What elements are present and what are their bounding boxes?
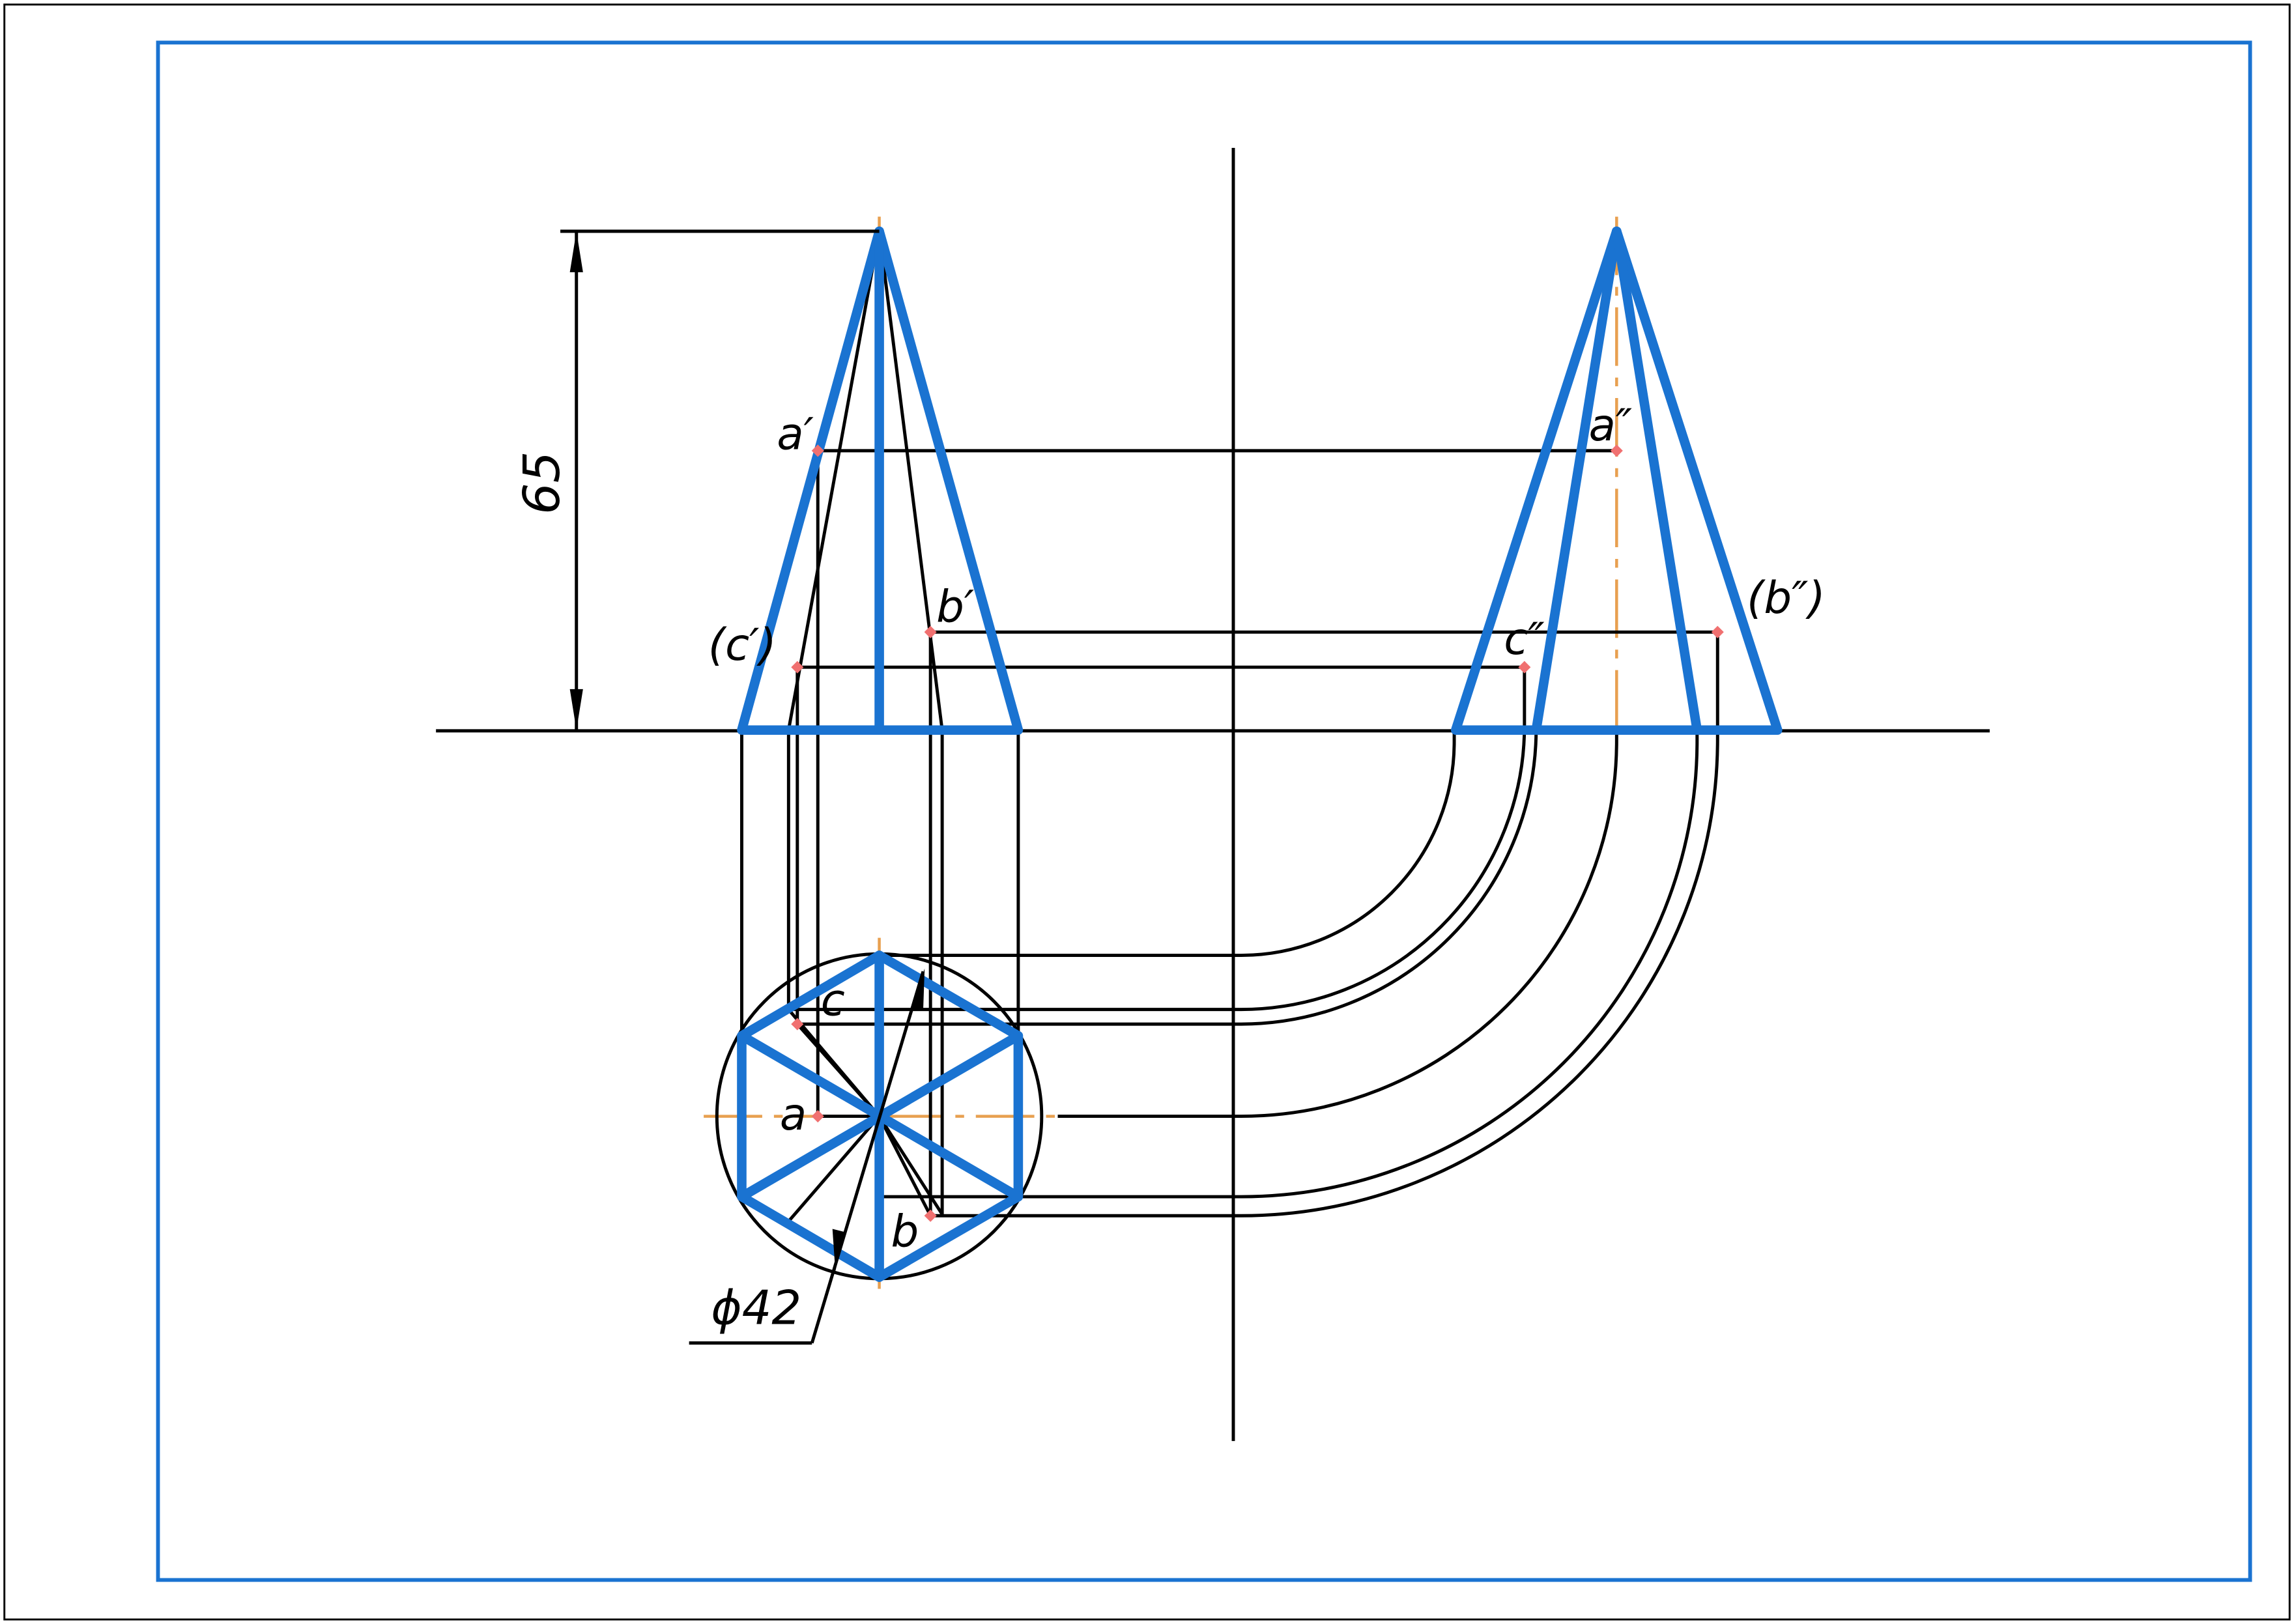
label-c-top: c [821, 975, 845, 1026]
label-b-front: b′ [936, 581, 974, 633]
label-b-side: (b″) [1747, 572, 1825, 623]
top-view-radial-lines [786, 1008, 944, 1225]
front-view-pyramid [737, 226, 1024, 735]
point-c-side [1518, 661, 1531, 674]
outer-border [3, 3, 2291, 1621]
label-c-side: c″ [1504, 613, 1544, 664]
front-side-link-lines [797, 449, 1719, 730]
label-c-front: (c′) [708, 619, 777, 670]
label-b-top: b [891, 1205, 919, 1257]
point-c-front [791, 661, 804, 674]
label-a-top: a [780, 1089, 807, 1140]
point-b-top [924, 1209, 937, 1222]
point-c-top [791, 1018, 804, 1031]
front-cone-construction [786, 231, 944, 731]
diameter-dimension-label: ϕ42 [711, 1280, 801, 1335]
inner-frame [156, 40, 2252, 1582]
diameter-dimension [689, 968, 925, 1345]
side-view-pyramid [1451, 226, 1783, 735]
label-a-front: a′ [777, 408, 814, 460]
label-a-side: a″ [1589, 399, 1632, 451]
top-side-transfer-arcs [788, 726, 1719, 1218]
height-dimension-label: 65 [513, 451, 571, 515]
point-a-top [811, 1110, 824, 1123]
height-dimension [560, 229, 880, 730]
point-b-front [924, 625, 937, 638]
point-b-side [1711, 625, 1724, 638]
